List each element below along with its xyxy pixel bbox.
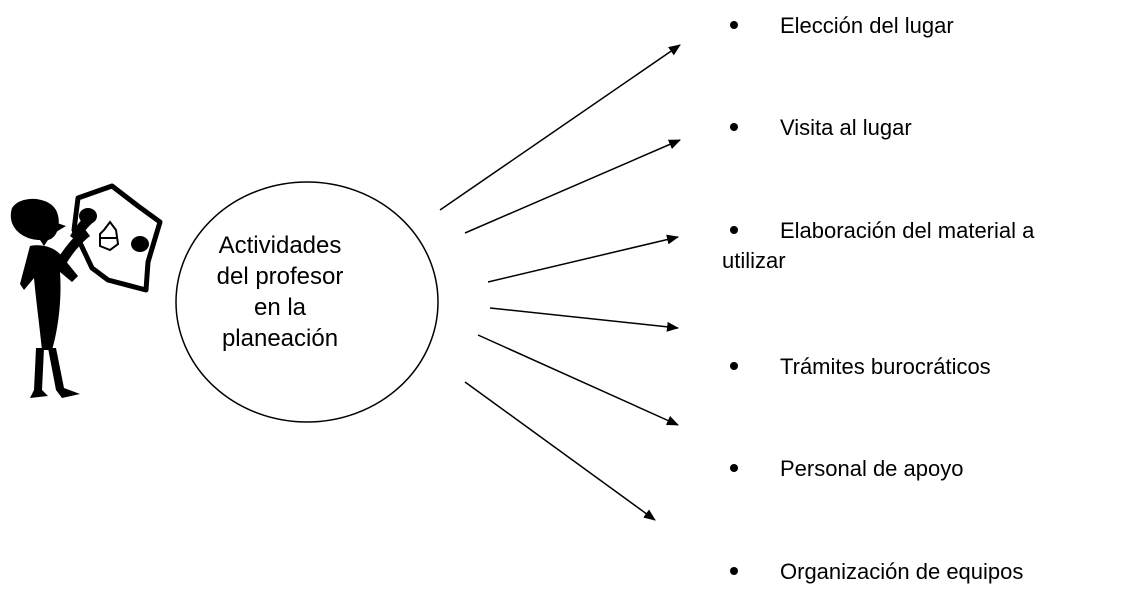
list-item-personal: Personal de apoyo xyxy=(730,454,963,484)
bullet-icon xyxy=(730,226,738,235)
list-item-label: Elaboración del material a xyxy=(780,218,1035,243)
bullet-icon xyxy=(730,362,738,371)
person-holding-sign-icon xyxy=(10,183,163,398)
center-label-line: del profesor xyxy=(216,263,344,290)
list-item-label: Visita al lugar xyxy=(780,115,912,140)
list-item-continuation: utilizar xyxy=(722,248,786,273)
center-label-line: Actividades xyxy=(218,232,342,259)
arrow-personal xyxy=(477,334,679,426)
list-item-visita: Visita al lugar xyxy=(730,113,912,143)
bullet-icon xyxy=(730,123,738,132)
bullet-icon xyxy=(730,21,738,30)
arrow-eleccion xyxy=(439,44,681,211)
list-item-eleccion: Elección del lugar xyxy=(730,11,954,41)
arrow-visita xyxy=(464,139,681,234)
list-item-elaboracion: Elaboración del material a utilizar xyxy=(722,216,1035,276)
list-item-tramites: Trámites burocráticos xyxy=(730,352,991,382)
bullet-icon xyxy=(730,567,738,576)
list-item-label: Elección del lugar xyxy=(780,13,954,38)
list-item-label: Personal de apoyo xyxy=(780,456,964,481)
list-item-organizacion: Organización de equipos xyxy=(730,557,1023,587)
center-label-line: planeación xyxy=(221,325,339,352)
center-label-line: en la xyxy=(253,294,307,321)
center-label: Actividades del profesor en la planeació… xyxy=(205,230,355,354)
arrow-elaboracion xyxy=(487,234,679,283)
center-ellipse xyxy=(175,181,439,423)
list-item-label: Trámites burocráticos xyxy=(780,354,991,379)
arrow-organizacion xyxy=(464,381,656,521)
bullet-icon xyxy=(730,464,738,473)
list-item-label: Organización de equipos xyxy=(780,559,1024,584)
arrow-tramites xyxy=(489,307,679,332)
